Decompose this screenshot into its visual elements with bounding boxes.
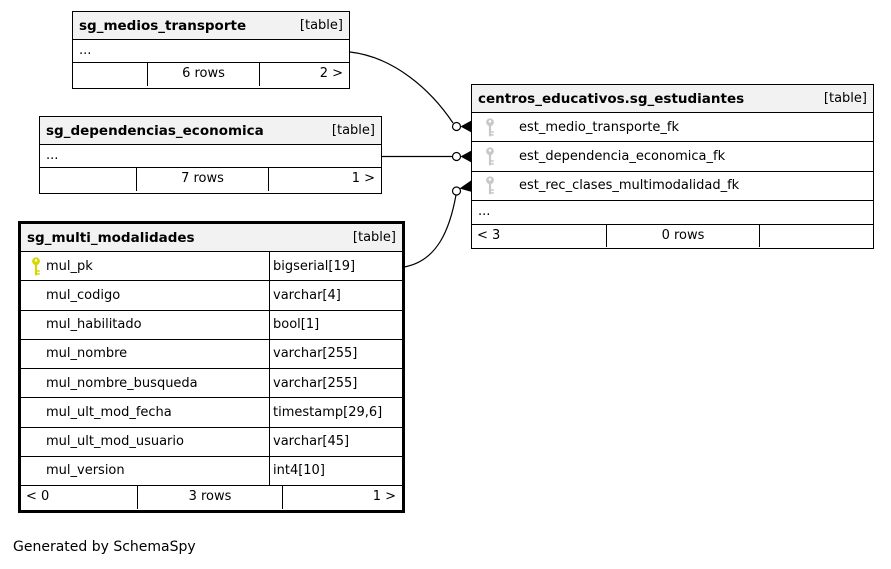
column-row-mul-pk: mul_pk bigserial[19] — [21, 252, 402, 282]
footer-row-count: 7 rows — [137, 168, 269, 191]
foreign-key-icon — [486, 176, 494, 195]
footer-outgoing-count — [760, 225, 873, 247]
table-header: centros_educativos.sg_estudiantes [table… — [472, 85, 873, 113]
column-name: est_medio_transporte_fk — [519, 119, 680, 135]
column-row-mul-ult-mod-fecha: mul_ult_mod_fecha timestamp[29,6] — [21, 398, 402, 428]
table-node-centros-educativos-sg-estudiantes[interactable]: centros_educativos.sg_estudiantes [table… — [471, 84, 874, 249]
table-header: sg_multi_modalidades [table] — [21, 224, 402, 252]
column-type: bool[1] — [273, 317, 320, 333]
table-footer: < 3 0 rows — [472, 224, 873, 247]
footer-row-count: 0 rows — [607, 224, 760, 247]
table-header: sg_dependencias_economica [table] — [40, 117, 381, 145]
column-name: mul_version — [46, 463, 125, 479]
column-type: varchar[255] — [273, 346, 358, 362]
column-row-mul-nombre: mul_nombre varchar[255] — [21, 339, 402, 369]
columns-ellipsis: ... — [472, 201, 873, 225]
relationship-dependencias-economica-to-estudiantes — [382, 150, 471, 163]
table-header: sg_medios_transporte [table] — [73, 12, 349, 40]
table-node-sg-medios-transporte[interactable]: sg_medios_transporte [table] ... 6 rows … — [72, 11, 350, 89]
table-title[interactable]: sg_multi_modalidades — [27, 229, 195, 246]
column-type: varchar[45] — [273, 434, 350, 450]
table-type-label: [table] — [331, 123, 375, 138]
footer-incoming-count — [40, 168, 137, 191]
column-row-est-medio-transporte-fk: est_medio_transporte_fk — [472, 113, 873, 143]
column-name: mul_ult_mod_usuario — [46, 434, 184, 450]
footer-incoming-count: < 0 — [21, 486, 138, 509]
table-node-sg-multi-modalidades[interactable]: sg_multi_modalidades [table] — [18, 221, 405, 513]
foreign-key-icon — [486, 118, 494, 136]
column-row-mul-nombre-busqueda: mul_nombre_busqueda varchar[255] — [21, 369, 402, 399]
footer-row-count: 6 rows — [148, 63, 260, 86]
column-name: mul_codigo — [46, 287, 121, 303]
column-type: bigserial[19] — [273, 258, 356, 274]
foreign-key-icon — [486, 147, 494, 166]
footer-outgoing-count: 2 > — [319, 66, 343, 81]
table-title[interactable]: sg_medios_transporte — [79, 17, 247, 34]
table-footer: < 0 3 rows 1 > — [21, 486, 402, 509]
column-row-est-rec-clases-multimodalidad-fk: est_rec_clases_multimodalidad_fk — [472, 172, 873, 201]
column-name: mul_nombre_busqueda — [46, 375, 198, 391]
table-title[interactable]: centros_educativos.sg_estudiantes — [478, 90, 745, 107]
footer-outgoing-count: 1 > — [351, 171, 375, 186]
column-name: mul_habilitado — [46, 317, 142, 333]
column-name: est_dependencia_economica_fk — [519, 148, 726, 164]
column-row-est-dependencia-economica-fk: est_dependencia_economica_fk — [472, 142, 873, 172]
table-footer: 7 rows 1 > — [40, 168, 381, 191]
column-type: timestamp[29,6] — [273, 404, 383, 420]
column-type: varchar[255] — [273, 375, 358, 391]
relationship-multi-modalidades-to-estudiantes — [403, 180, 471, 268]
column-row-mul-ult-mod-usuario: mul_ult_mod_usuario varchar[45] — [21, 427, 402, 457]
column-row-mul-version: mul_version int4[10] — [21, 456, 402, 486]
table-title[interactable]: sg_dependencias_economica — [46, 122, 264, 139]
column-type: int4[10] — [273, 463, 325, 479]
generated-by-label: Generated by SchemaSpy — [13, 539, 196, 555]
column-row-mul-codigo: mul_codigo varchar[4] — [21, 281, 402, 311]
table-node-sg-dependencias-economica[interactable]: sg_dependencias_economica [table] ... 7 … — [39, 116, 382, 194]
column-name: mul_nombre — [46, 346, 128, 362]
table-type-label: [table] — [299, 18, 343, 33]
table-type-label: [table] — [352, 230, 396, 245]
table-footer: 6 rows 2 > — [73, 63, 349, 86]
column-name: est_rec_clases_multimodalidad_fk — [519, 178, 740, 194]
footer-outgoing-count: 1 > — [372, 489, 396, 504]
column-name: mul_ult_mod_fecha — [46, 404, 172, 420]
primary-key-icon — [32, 257, 40, 275]
column-type: varchar[4] — [273, 287, 341, 303]
column-name: mul_pk — [46, 258, 93, 274]
columns-ellipsis: ... — [40, 145, 381, 168]
footer-row-count: 3 rows — [138, 486, 283, 509]
table-type-label: [table] — [823, 91, 867, 106]
columns-ellipsis: ... — [73, 40, 349, 63]
footer-incoming-count: < 3 — [472, 224, 607, 247]
column-row-mul-habilitado: mul_habilitado bool[1] — [21, 310, 402, 340]
footer-incoming-count — [73, 63, 148, 86]
